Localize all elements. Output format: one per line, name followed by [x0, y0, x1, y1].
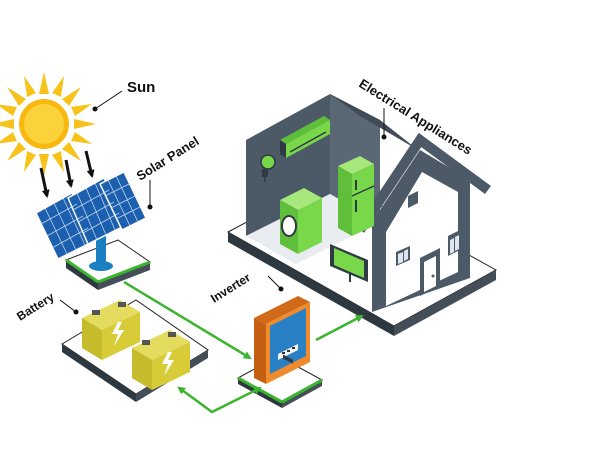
battery-label: Battery [14, 290, 57, 324]
air-conditioner-icon [280, 116, 330, 158]
inverter-icon [254, 296, 310, 384]
sunlight-arrows [39, 150, 95, 198]
washing-machine-icon [280, 188, 322, 364]
sun-icon [0, 72, 96, 176]
inverter-label: Inverter [208, 270, 253, 305]
light-bulb-icon [260, 154, 276, 182]
battery-icon [82, 300, 190, 390]
connection-lines [123, 280, 364, 414]
tv-icon [330, 244, 368, 282]
solar-panel-icon [35, 170, 152, 290]
fridge-icon [338, 156, 375, 236]
sun-label: Sun [127, 79, 155, 96]
solar-panel-label: Solar Panel [134, 133, 202, 183]
